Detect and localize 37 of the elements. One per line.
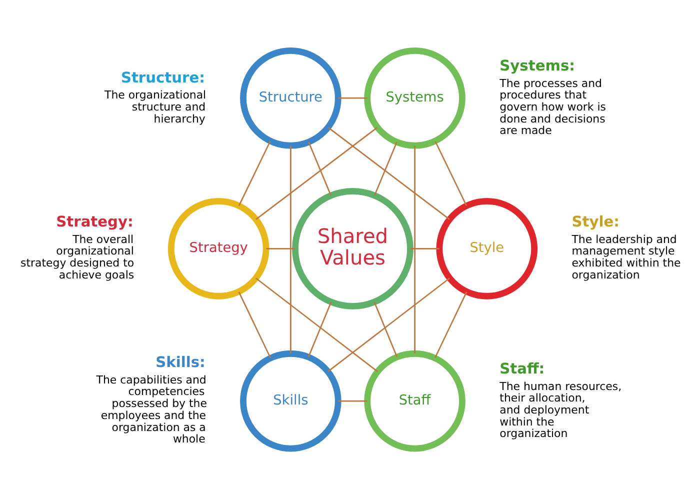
node-label: Staff:	[500, 360, 545, 378]
node-circle: Structure	[240, 46, 342, 148]
node-label: The overall organizational strategy designed to achieve goals	[20, 232, 134, 281]
connector	[238, 291, 272, 358]
connector	[256, 277, 378, 372]
connector	[410, 248, 440, 249]
node-circle: Style	[436, 198, 538, 299]
connector	[374, 141, 398, 196]
node-label: Strategy:	[56, 213, 134, 230]
connector	[414, 145, 416, 353]
node-label: Systems:	[500, 57, 575, 74]
connector	[434, 140, 468, 206]
connector	[328, 126, 450, 220]
node-label: The human resources, their allocation, and deployment within the organization	[500, 379, 622, 440]
node-circle: Systems	[364, 46, 466, 148]
connector	[308, 302, 332, 357]
node-label: Style:	[572, 213, 620, 230]
node-circle: Skills	[240, 350, 342, 452]
connector	[434, 291, 468, 358]
node-label: The organizational structure and hierarchy	[104, 88, 206, 125]
connector	[238, 140, 271, 206]
connector	[308, 141, 332, 196]
connector	[374, 302, 398, 357]
node-label: The processes and procedures that govern how work is done and decisions are made	[500, 76, 606, 137]
node-circle: Shared Values	[292, 188, 414, 309]
node-label: The leadership and management style exhibited within the organization	[572, 232, 681, 281]
connector	[256, 126, 378, 220]
connector	[290, 145, 292, 353]
connector	[327, 277, 450, 372]
node-circle: Staff	[364, 350, 466, 452]
connector	[266, 248, 295, 249]
connector	[338, 400, 368, 402]
node-label: Skills:	[156, 354, 206, 371]
node-label: The capabilities and competencies possessed by the employees and the organization as a whole	[96, 372, 207, 446]
node-circle: Strategy	[168, 198, 270, 299]
connector	[338, 96, 368, 98]
node-label: Structure:	[120, 68, 205, 86]
